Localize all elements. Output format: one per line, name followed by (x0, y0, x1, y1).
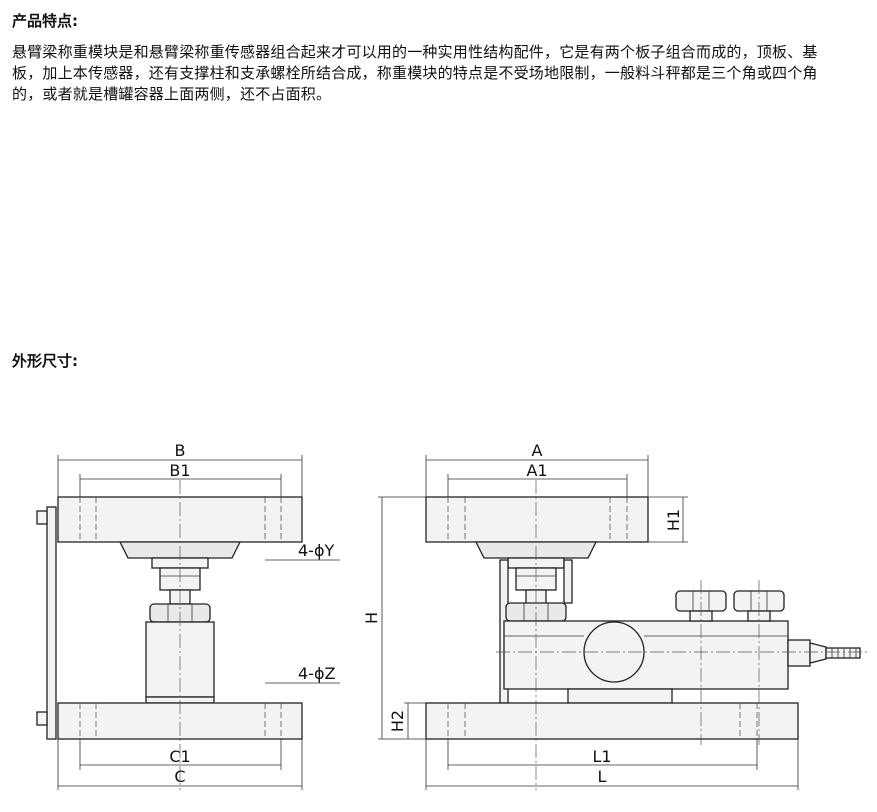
side-plate (46, 506, 57, 740)
label-L1: L1 (592, 747, 611, 766)
sensor-cable (825, 647, 861, 659)
side-support-right (563, 559, 573, 604)
label-Z: 4-ϕZ (298, 664, 336, 683)
features-description: 悬臂梁称重模块是和悬臂梁称重传感器组合起来才可以用的一种实用性结构配件，它是有两… (12, 43, 818, 103)
label-C1: C1 (169, 747, 190, 766)
side-top-plate (425, 496, 649, 543)
label-H2: H2 (388, 710, 407, 732)
label-B1: B1 (169, 461, 190, 480)
label-H1: H1 (664, 509, 683, 531)
label-C: C (174, 767, 185, 786)
cable-gland (787, 639, 811, 667)
side-base-plate (425, 702, 799, 740)
label-Y: 4-ϕY (298, 541, 335, 560)
side-view: A A1 H1 H H2 L1 L (362, 441, 870, 790)
side-bolt-bottom (36, 711, 48, 726)
label-A: A (532, 441, 543, 460)
label-L: L (598, 767, 607, 786)
beam-sensor (503, 620, 789, 690)
features-heading: 产品特点: (12, 12, 78, 30)
label-A1: A1 (526, 461, 547, 480)
beam-foot (567, 688, 673, 704)
dimensions-heading: 外形尺寸: (12, 352, 78, 370)
front-view: B B1 4-ϕY 4-ϕZ C1 C (36, 441, 340, 790)
label-H: H (362, 612, 381, 624)
side-bolt-top (36, 510, 48, 525)
cable-strain-relief (809, 642, 827, 664)
label-B: B (175, 441, 186, 460)
